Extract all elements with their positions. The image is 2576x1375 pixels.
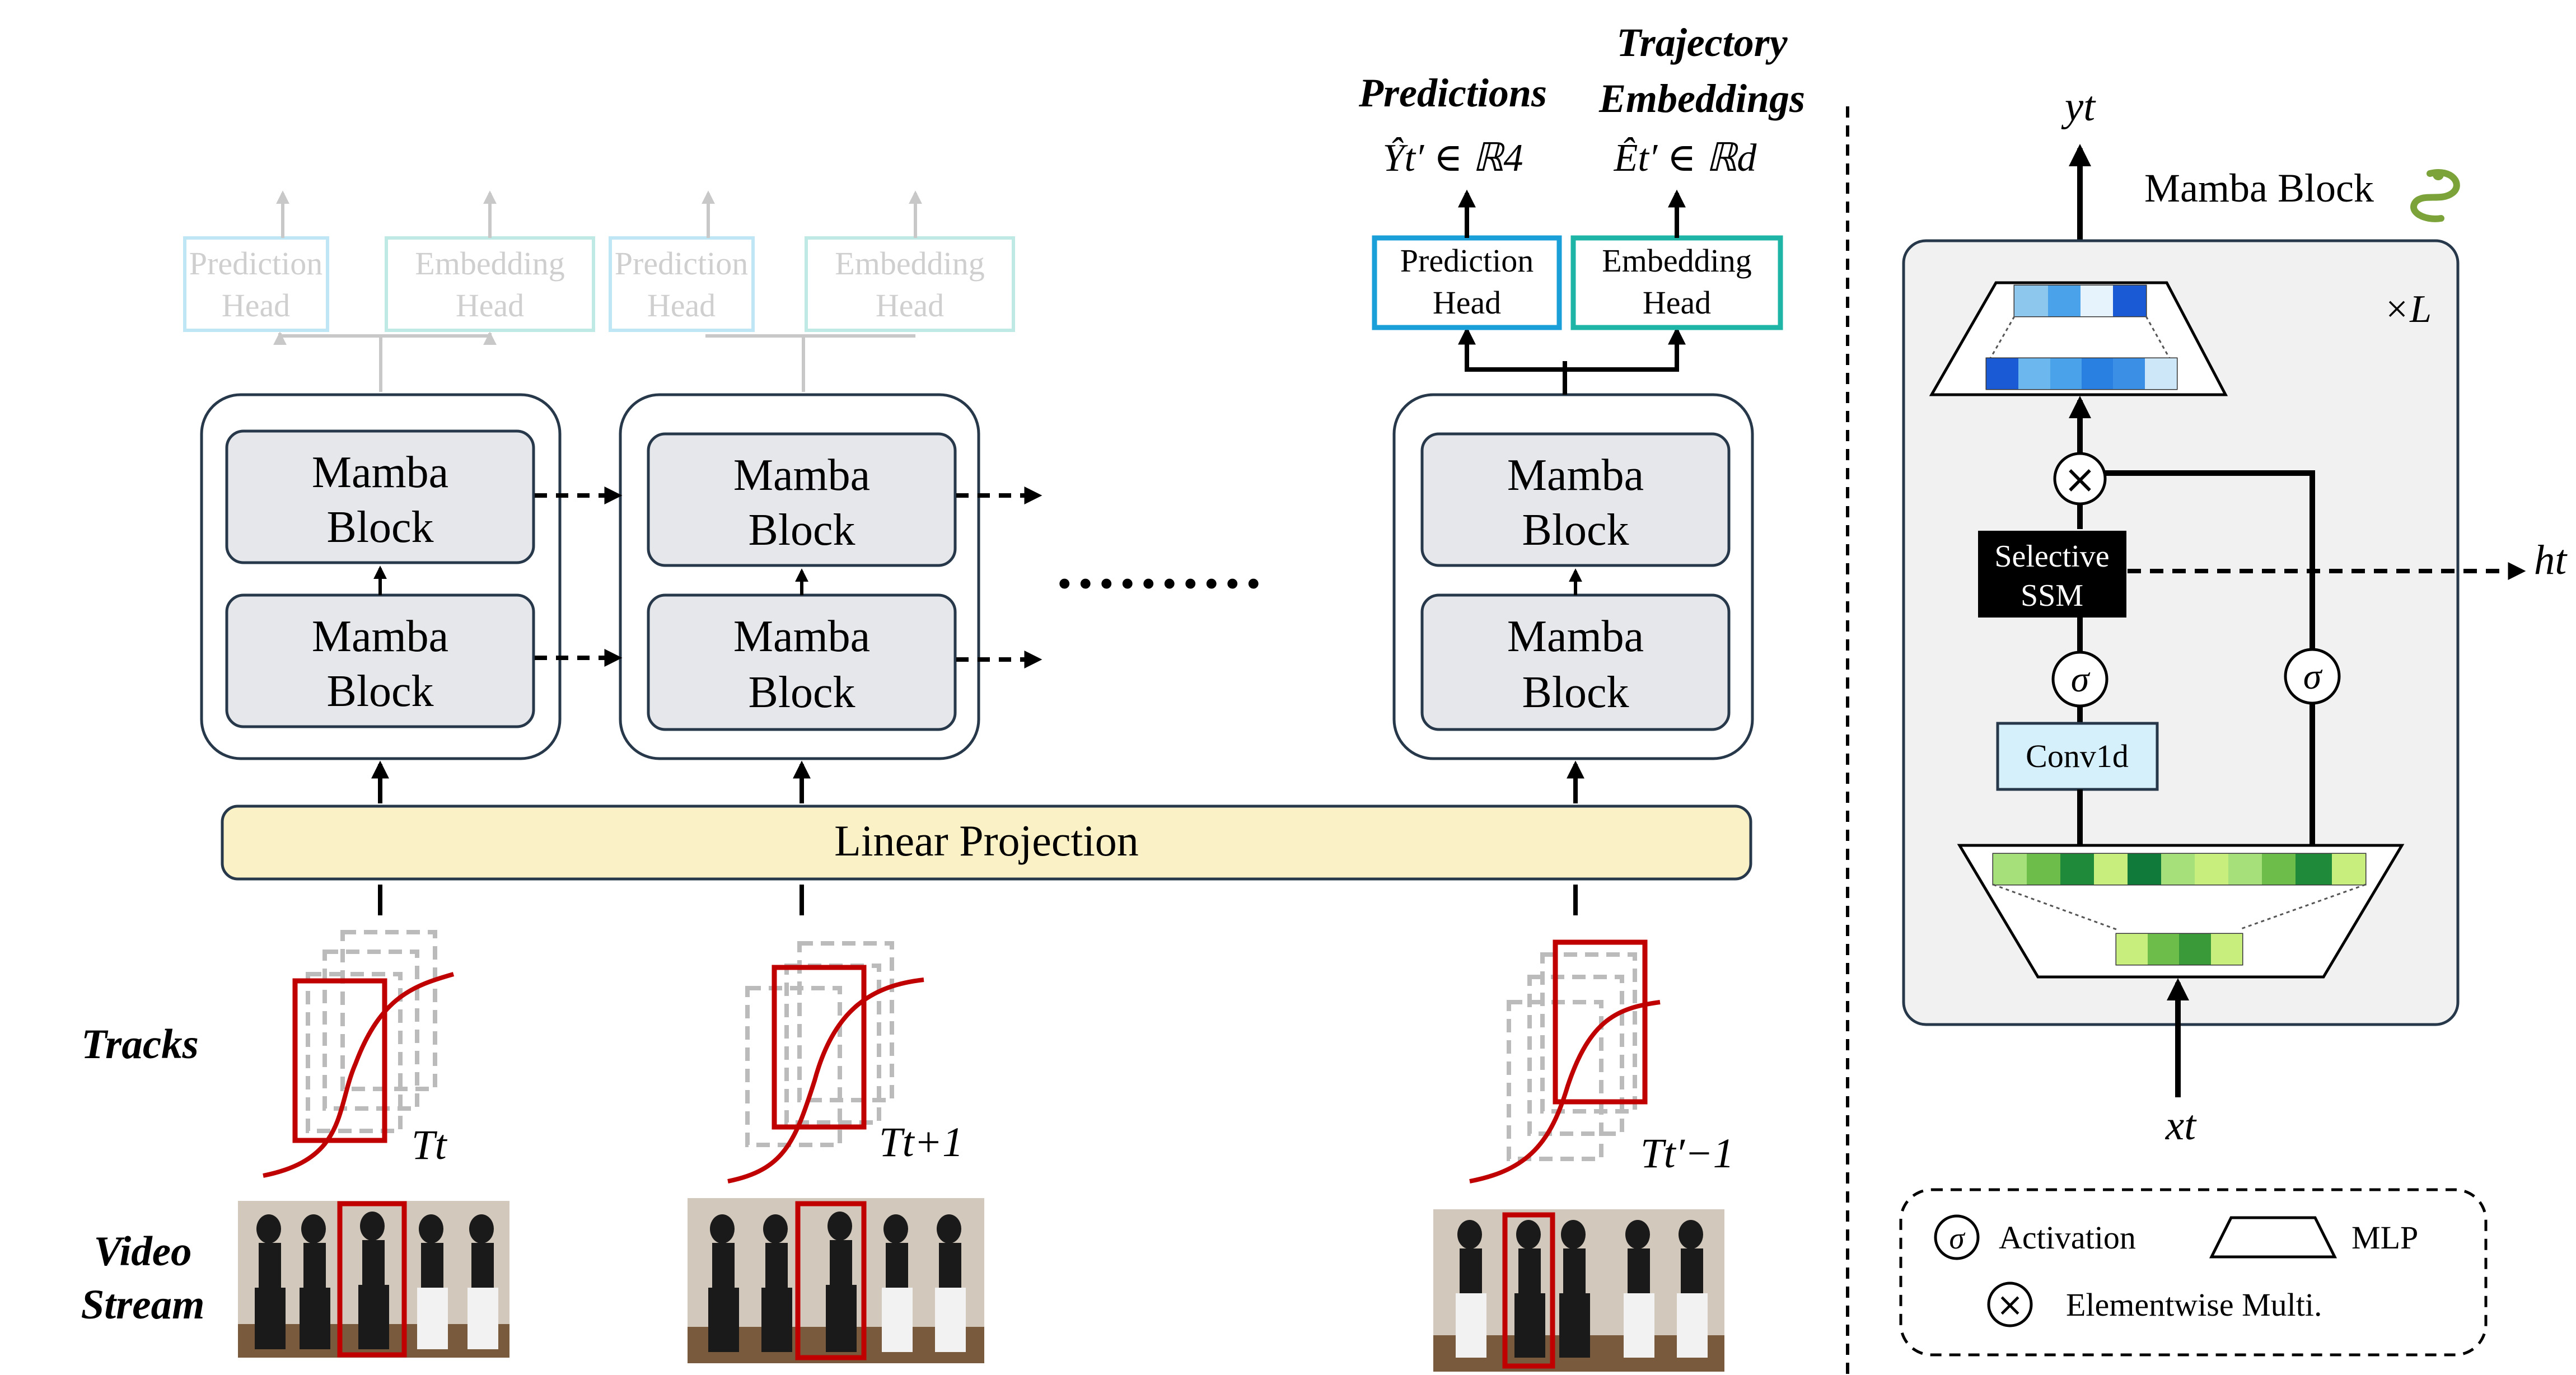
mamba-block-label2: Block <box>748 506 855 555</box>
video-frame-3 <box>1433 1209 1724 1372</box>
snake-icon <box>2410 169 2460 222</box>
output-yt: yt <box>2061 83 2096 130</box>
faded-embedding-head-label: Embedding <box>415 245 564 282</box>
track-2: Tt+1 <box>727 941 964 1184</box>
sigma-label: σ <box>2303 656 2323 697</box>
mamba-block-label: Mamba <box>733 612 870 661</box>
conv1d-block <box>1996 722 2159 791</box>
input-arrows <box>371 760 1584 915</box>
faded-embedding-head-label2: Head <box>456 287 524 324</box>
faded-prediction-head-label: Prediction <box>615 245 748 282</box>
mamba-block-label2: Block <box>326 503 433 552</box>
svg-text:σ: σ <box>1949 1221 1965 1255</box>
video-frame-2 <box>688 1198 984 1363</box>
linear-projection-label: Linear Projection <box>834 816 1139 865</box>
mamba-block-label: Mamba <box>312 612 448 661</box>
svg-text:×: × <box>1997 1285 2024 1323</box>
legend-elementwise: Elementwise Multi. <box>2066 1287 2322 1323</box>
embedding-head-label: Embedding <box>1602 242 1751 279</box>
video-stream-label: Video <box>93 1228 191 1275</box>
prediction-head-label: Prediction <box>1400 242 1534 279</box>
mamba-block-label: Mamba <box>1507 451 1644 500</box>
faded-embedding-head-label2: Head <box>876 287 944 324</box>
track-label-t1: Tt+1 <box>879 1119 964 1166</box>
faded-prediction-head-label: Prediction <box>189 245 322 282</box>
track-3: Tt′−1 <box>1469 939 1734 1184</box>
video-frame-1 <box>238 1201 509 1358</box>
embedding-head <box>1570 235 1783 330</box>
multiply-legend-icon <box>1987 1282 2033 1327</box>
legend: σ Activation MLP × Elementwise Multi. <box>1899 1188 2488 1357</box>
conv1d-label: Conv1d <box>2026 738 2129 774</box>
mamba-block <box>647 432 957 567</box>
tracks-label: Tracks <box>81 1021 199 1068</box>
faded-prediction-head-label2: Head <box>647 287 716 324</box>
mamba-group-1: Mamba Block Mamba Block <box>200 393 562 760</box>
mamba-block <box>1420 432 1731 567</box>
mamba-block-title: Mamba Block <box>2144 166 2374 211</box>
legend-mlp: MLP <box>2351 1219 2418 1256</box>
track-1: Tt <box>263 930 455 1178</box>
mamba-group-last: Mamba Block Mamba Block <box>1392 393 1754 760</box>
mamba-block-label2: Block <box>326 667 433 716</box>
mamba-block-label2: Block <box>1522 506 1629 555</box>
embedding-head-label2: Head <box>1643 284 1711 321</box>
multiply-sign: × <box>2064 456 2097 502</box>
trajectory-title-2: Embeddings <box>1598 76 1805 121</box>
legend-activation: Activation <box>1999 1219 2136 1256</box>
track-label-t: Tt <box>412 1122 448 1168</box>
video-stream-label-2: Stream <box>81 1282 205 1328</box>
track-label-tprime: Tt′−1 <box>1640 1130 1734 1177</box>
repeat-label: ×L <box>2383 288 2432 331</box>
mamba-block-label: Mamba <box>312 448 448 497</box>
activation-legend-icon <box>1934 1214 1980 1260</box>
linear-projection <box>221 805 1752 881</box>
predictions-math: Ŷt′ ∈ ℝ4 <box>1383 137 1523 180</box>
mamba-block-label: Mamba <box>1507 612 1644 661</box>
mamba-block-label2: Block <box>1522 668 1629 717</box>
input-xt: xt <box>2165 1102 2197 1149</box>
faded-embedding-head-label: Embedding <box>835 245 984 282</box>
hidden-ht: ht <box>2534 537 2568 583</box>
selective-ssm-label2: SSM <box>2021 578 2083 613</box>
mlp-legend-icon <box>2209 1216 2337 1259</box>
mamba-block-label: Mamba <box>733 451 870 500</box>
embeddings-math: Êt′ ∈ ℝd <box>1614 137 1757 180</box>
prediction-head-label2: Head <box>1433 284 1501 321</box>
recurrent-connections <box>535 487 1042 668</box>
predictions-title: Predictions <box>1358 71 1547 115</box>
trajectory-title: Trajectory <box>1616 20 1788 65</box>
mamba-block <box>225 429 535 564</box>
faded-prediction-head-label2: Head <box>222 287 290 324</box>
mamba-group-2: Mamba Block Mamba Block <box>619 393 980 760</box>
ellipsis: .......... <box>1057 533 1267 601</box>
mamba-block-label2: Block <box>748 668 855 717</box>
active-heads: Prediction Head Embedding Head <box>1372 189 1783 395</box>
selective-ssm-label: Selective <box>1994 539 2109 574</box>
selective-ssm <box>1978 531 2126 618</box>
mamba-block-detail: yt Mamba Block ×L × Selective SSM ht <box>1902 83 2568 1149</box>
faded-heads: Prediction Head Embedding Head Predictio… <box>183 190 1015 392</box>
sigma-label: σ <box>2071 659 2091 700</box>
